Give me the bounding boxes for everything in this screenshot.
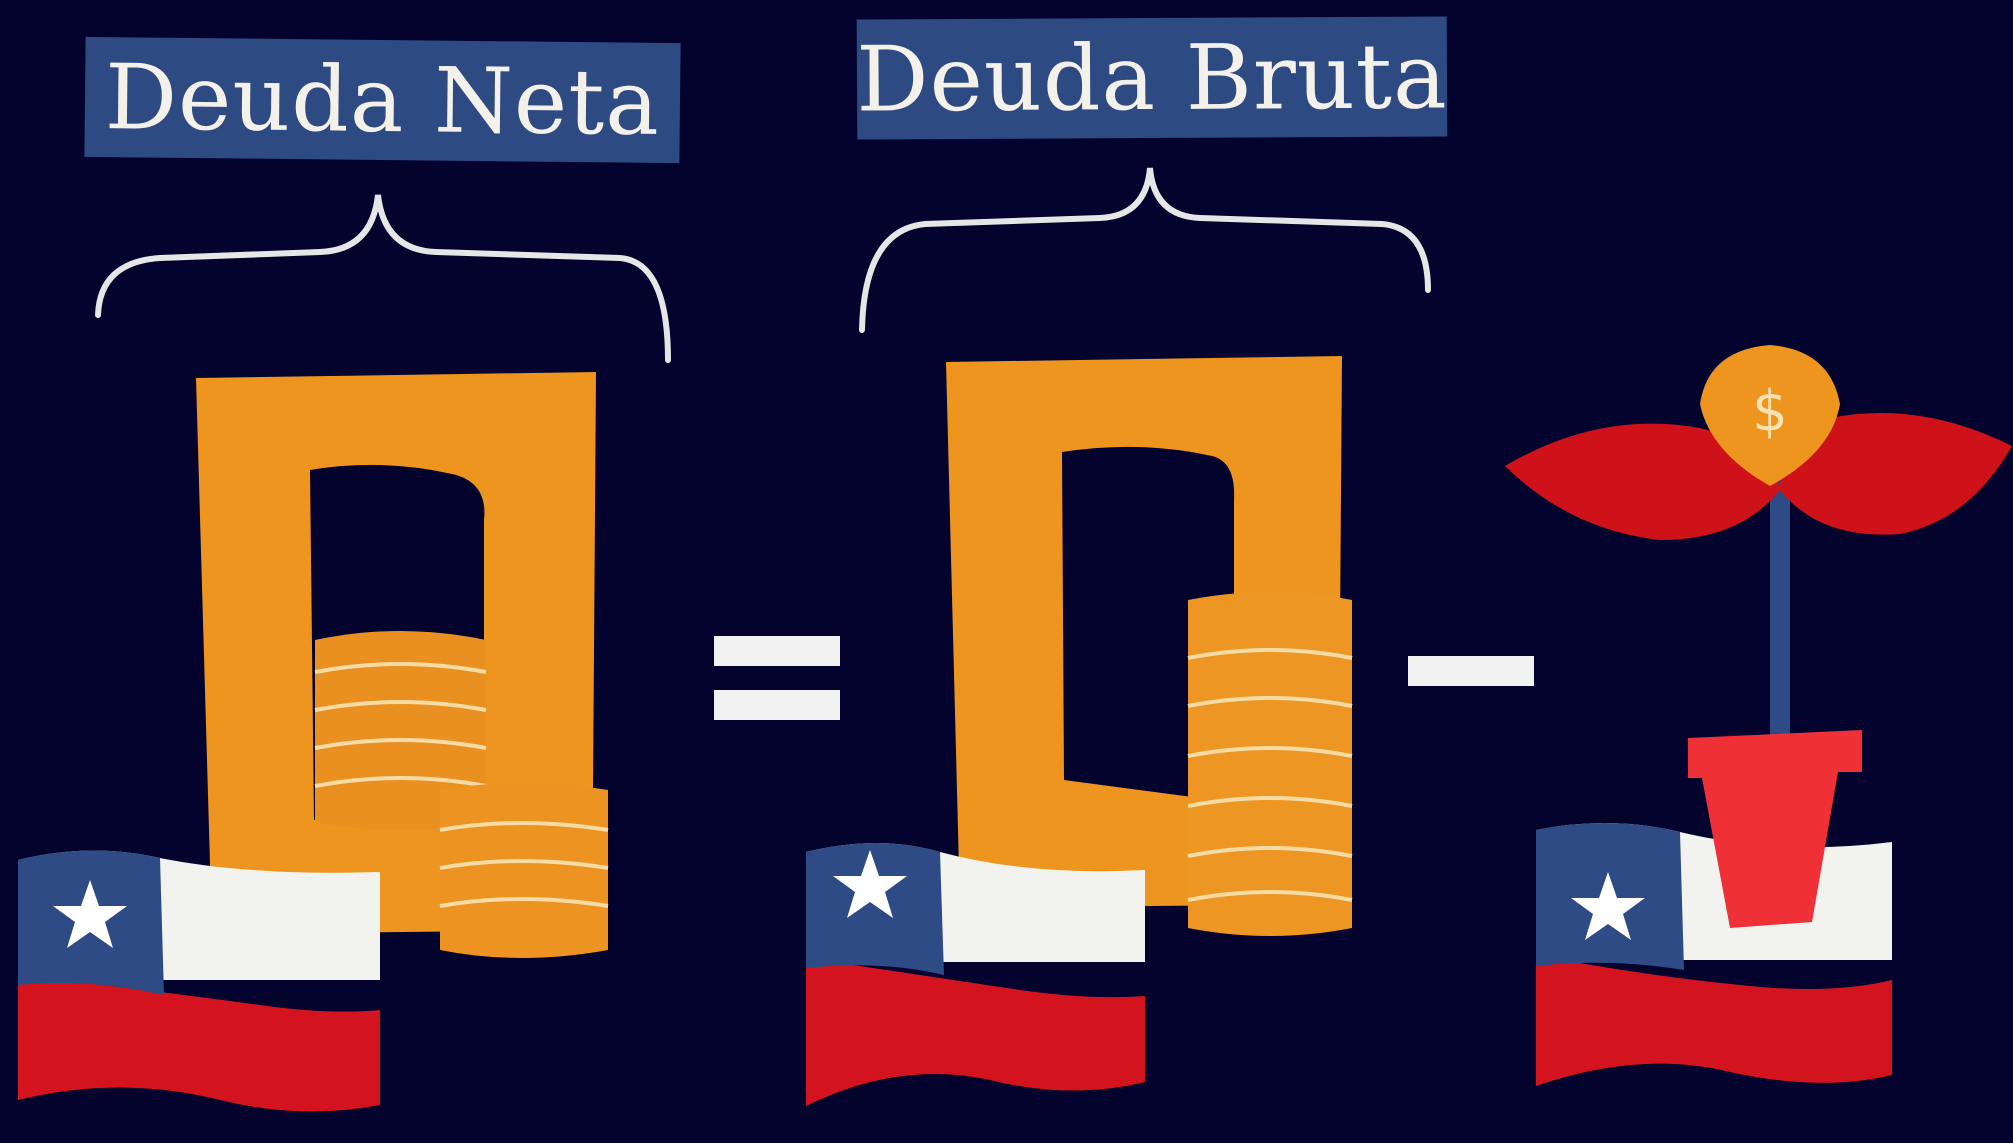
flower-pot-icon [1688,730,1862,928]
chile-flag-icon [1536,822,1892,1086]
net-debt-illustration [18,372,609,1112]
brace-icon [95,194,671,363]
petal-left-icon [1505,423,1780,540]
chile-flag-icon [806,843,1145,1106]
gross-debt-illustration [806,356,1353,1106]
chile-flag-icon [18,850,380,1112]
brace-icon [859,167,1431,333]
coin-head-icon [1700,345,1840,486]
coin-stack-icon [1187,592,1353,936]
minus-sign-text: − [0,0,1,1]
minus-icon [1408,656,1534,686]
coin-stack-icon [439,783,609,958]
petal-right-icon [1780,412,2012,535]
dollar-symbol: $ [1752,379,1788,444]
coin-stack-icon [314,631,487,830]
money-plant-illustration: $ [1505,345,2012,1086]
equals-icon [714,636,840,720]
